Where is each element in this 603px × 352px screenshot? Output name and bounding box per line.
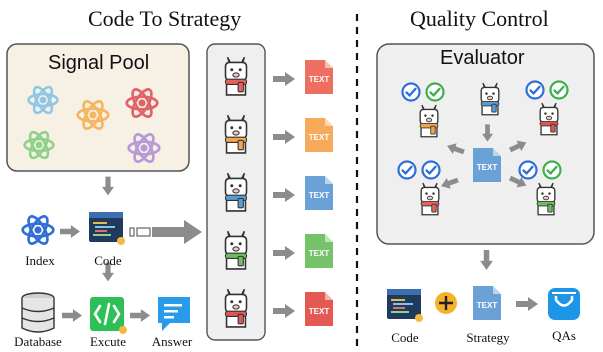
evaluator-panel [376, 43, 595, 245]
arrow-down-icon [480, 250, 493, 270]
check-circle-icon [542, 160, 562, 180]
database-icon [21, 292, 55, 333]
file-text-label: TEXT [309, 191, 330, 200]
arrow-right-icon [130, 309, 150, 322]
file-text-label: TEXT [309, 249, 330, 258]
database-label: Database [14, 334, 62, 349]
file-text-label: TEXT [477, 301, 498, 310]
arrow-right-icon [62, 309, 82, 322]
evaluator-title: Evaluator [440, 47, 525, 69]
arrow-right-icon [516, 297, 538, 311]
llama-icon [420, 182, 440, 216]
llama-icon [224, 56, 248, 96]
arrow-right-icon [273, 304, 295, 318]
arrow-right-icon [273, 246, 295, 260]
execute-label: Excute [89, 334, 127, 349]
check-circle-icon [421, 160, 441, 180]
llama-icon [224, 230, 248, 270]
llama-icon [536, 182, 556, 216]
shopping-bag-icon [548, 288, 580, 320]
answer-label: Answer [151, 334, 193, 349]
index-label: Index [25, 253, 55, 268]
code-brackets-icon [90, 297, 127, 334]
strategy-label: Strategy [466, 330, 510, 345]
file-text-label: TEXT [309, 75, 330, 84]
file-text-label: TEXT [309, 307, 330, 316]
llama-icon [539, 102, 559, 136]
check-circle-icon [401, 82, 421, 102]
left-section-title: Code To Strategy [88, 6, 242, 31]
arrow-right-icon [273, 130, 295, 144]
code-window-icon [387, 289, 423, 322]
atom-icon [21, 212, 55, 248]
llama-icon [480, 82, 500, 116]
arrow-down-icon [102, 176, 114, 196]
chat-bubble-icon [158, 297, 190, 331]
file-text-label: TEXT [309, 133, 330, 142]
check-circle-icon [525, 80, 545, 100]
check-circle-icon [549, 80, 569, 100]
arrow-right-icon [273, 72, 295, 86]
llama-icon [419, 104, 439, 138]
arrow-right-icon [60, 225, 80, 238]
qas-label: QAs [552, 328, 576, 343]
check-circle-icon [518, 160, 538, 180]
file-text-label: TEXT [477, 163, 498, 172]
llama-icon [224, 114, 248, 154]
check-circle-icon [425, 82, 445, 102]
code-label: Code [94, 253, 122, 268]
arrow-right-icon [273, 188, 295, 202]
qc-code-label: Code [391, 330, 419, 345]
arrow-right-icon [152, 220, 202, 244]
right-section-title: Quality Control [410, 6, 549, 31]
plus-icon [435, 292, 457, 314]
llama-icon [224, 288, 248, 328]
llama-icon [224, 172, 248, 212]
check-circle-icon [397, 160, 417, 180]
signal-pool-title: Signal Pool [48, 52, 150, 74]
code-window-icon [89, 212, 125, 245]
